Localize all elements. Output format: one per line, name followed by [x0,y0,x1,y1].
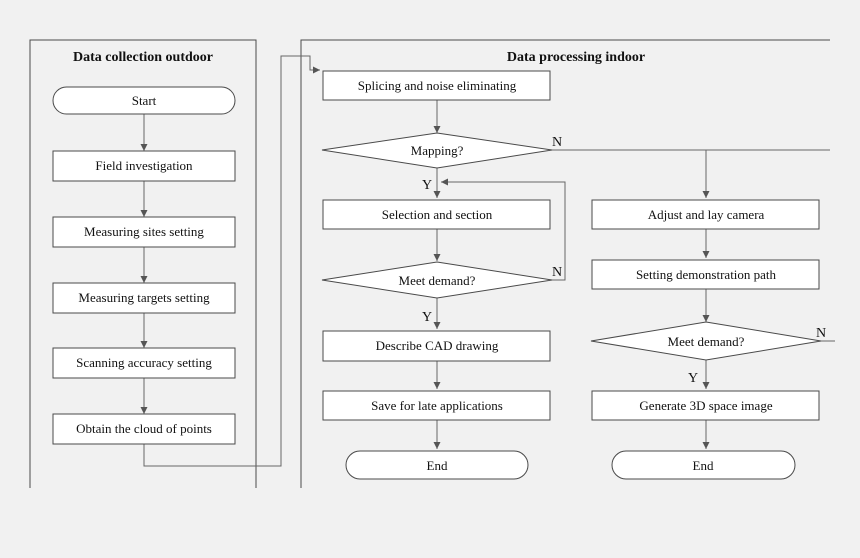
connector-meet1-loop [441,178,566,281]
outdoor-section-frame [29,39,257,488]
meet-demand-label-1: Meet demand? [399,273,476,288]
selection-box [322,199,551,230]
measuring-targets-label: Measuring targets setting [78,290,210,305]
describe-cad-label: Describe CAD drawing [376,338,499,353]
indoor-section-frame [300,39,830,488]
end-label-1: End [427,458,448,473]
measuring-sites-label: Measuring sites setting [84,224,204,239]
field-investigation-label: Field investigation [95,158,193,173]
demonstration-path-label: Setting demonstration path [636,267,777,282]
end-label-2: End [693,458,714,473]
meet2-y-label: Y [688,371,698,386]
end-terminal-1 [345,450,529,480]
meet1-n-label: N [552,265,562,280]
splicing-label: Splicing and noise eliminating [358,78,517,93]
save-box [322,390,551,421]
save-label: Save for late applications [371,398,503,413]
measuring-sites-box [52,216,236,248]
end-terminal-2 [611,450,796,480]
field-investigation-box [52,150,236,182]
meet-demand-decision-2 [590,321,822,361]
scanning-accuracy-label: Scanning accuracy setting [76,355,212,370]
demonstration-path-box [591,259,820,290]
generate-image-label: Generate 3D space image [639,398,772,413]
mapping-y-label: Y [422,178,432,193]
generate-image-box [591,390,820,421]
mapping-decision [321,132,553,169]
meet1-y-label: Y [422,310,432,325]
measuring-targets-box [52,282,236,314]
meet2-n-label: N [816,326,826,341]
adjust-camera-label: Adjust and lay camera [648,207,765,222]
start-terminal [52,86,236,115]
connector-cloud-splicing [143,55,320,467]
obtain-cloud-label: Obtain the cloud of points [76,421,212,436]
outdoor-section-title: Data collection outdoor [73,50,213,65]
selection-label: Selection and section [382,207,493,222]
start-label: Start [132,93,157,108]
meet-demand-decision-1 [321,261,553,299]
indoor-section-title: Data processing indoor [507,50,645,65]
mapping-label: Mapping? [411,143,464,158]
meet-demand-label-2: Meet demand? [668,334,745,349]
splicing-box [322,70,551,101]
describe-cad-box [322,330,551,362]
mapping-n-label: N [552,135,562,150]
scanning-accuracy-box [52,347,236,379]
adjust-camera-box [591,199,820,230]
obtain-cloud-box [52,413,236,445]
